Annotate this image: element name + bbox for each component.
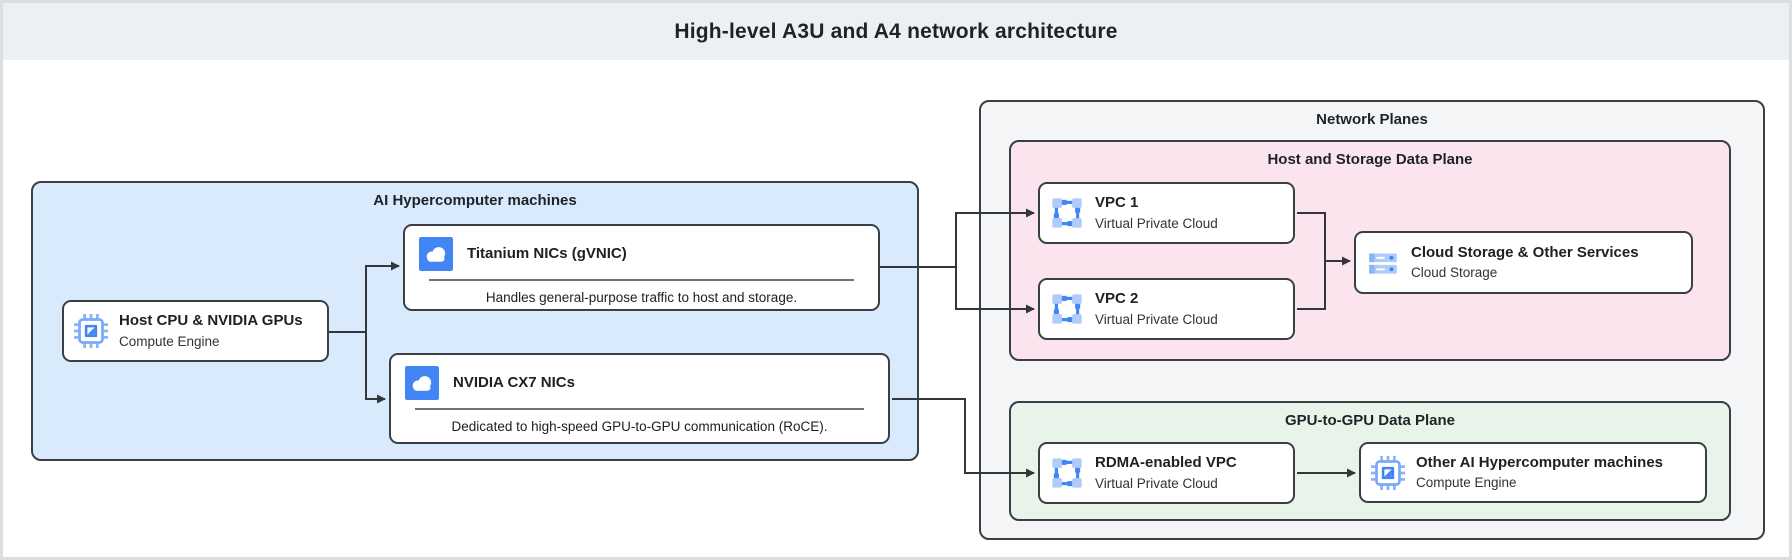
vpc-icon — [1052, 198, 1082, 228]
node-titanium-nics-description: Handles general-purpose traffic to host … — [485, 290, 798, 305]
cloud-nic-icon — [419, 237, 453, 271]
node-vpc2-subtitle: Virtual Private Cloud — [1095, 311, 1218, 327]
node-nvidia-cx7-nics-description: Dedicated to high-speed GPU-to-GPU commu… — [451, 419, 828, 434]
container-ai-hypercomputer-label: AI Hypercomputer machines — [373, 192, 577, 209]
cloud-storage-icon — [1369, 252, 1397, 274]
node-rdma-vpc-subtitle: Virtual Private Cloud — [1095, 475, 1218, 491]
node-other-machines-subtitle: Compute Engine — [1416, 475, 1517, 491]
container-gpu-plane-label: GPU-to-GPU Data Plane — [1284, 412, 1456, 429]
diagram-header: High-level A3U and A4 network architectu… — [3, 3, 1789, 60]
node-vpc2: VPC 2 Virtual Private Cloud — [1038, 278, 1295, 340]
node-vpc1-subtitle: Virtual Private Cloud — [1095, 215, 1218, 231]
compute-engine-icon — [74, 314, 108, 348]
separator — [415, 408, 864, 410]
node-nvidia-cx7-nics-title: NVIDIA CX7 NICs — [453, 373, 575, 391]
node-rdma-vpc-title: RDMA-enabled VPC — [1095, 454, 1237, 472]
node-rdma-vpc: RDMA-enabled VPC Virtual Private Cloud — [1038, 442, 1295, 504]
node-host-cpu: Host CPU & NVIDIA GPUs Compute Engine — [62, 300, 329, 362]
compute-engine-icon — [1371, 455, 1405, 490]
node-vpc2-title: VPC 2 — [1095, 290, 1139, 308]
node-cloud-storage-title: Cloud Storage & Other Services — [1411, 243, 1639, 261]
node-cloud-storage: Cloud Storage & Other Services Cloud Sto… — [1354, 231, 1693, 294]
container-network-planes-label: Network Planes — [1316, 111, 1428, 128]
separator — [429, 279, 854, 281]
node-nvidia-cx7-nics: NVIDIA CX7 NICs Dedicated to high-speed … — [389, 353, 890, 444]
cloud-nic-icon — [405, 366, 439, 400]
node-titanium-nics: Titanium NICs (gVNIC) Handles general-pu… — [403, 224, 880, 311]
node-vpc1-title: VPC 1 — [1095, 194, 1139, 212]
node-host-cpu-title: Host CPU & NVIDIA GPUs — [119, 312, 303, 330]
node-cloud-storage-subtitle: Cloud Storage — [1411, 265, 1498, 281]
node-host-cpu-subtitle: Compute Engine — [119, 333, 220, 349]
node-titanium-nics-title: Titanium NICs (gVNIC) — [467, 244, 627, 262]
vpc-icon — [1052, 458, 1082, 488]
container-host-storage-plane-label: Host and Storage Data Plane — [1267, 151, 1473, 168]
vpc-icon — [1052, 294, 1082, 324]
node-vpc1: VPC 1 Virtual Private Cloud — [1038, 182, 1295, 244]
page-title: High-level A3U and A4 network architectu… — [674, 19, 1118, 43]
node-other-machines-title: Other AI Hypercomputer machines — [1416, 453, 1664, 471]
node-other-machines: Other AI Hypercomputer machines Compute … — [1359, 442, 1707, 503]
